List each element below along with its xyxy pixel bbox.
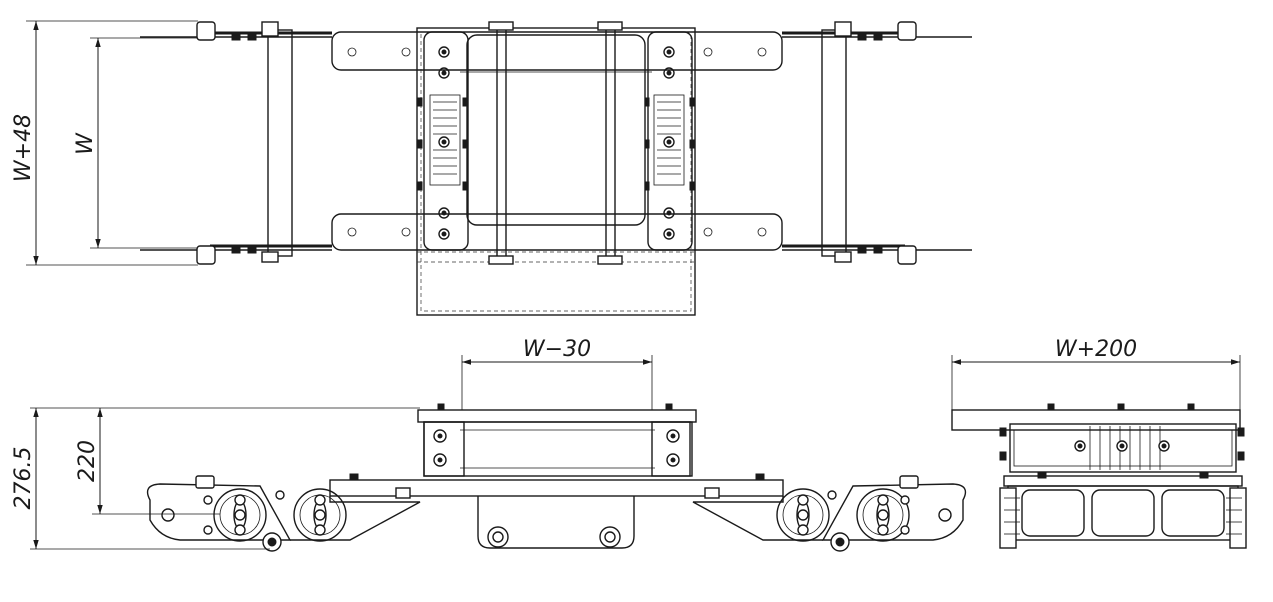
dimension-w [90,37,198,249]
label-276-5: 276.5 [11,447,36,510]
top-view [140,21,972,316]
dimension-220 [92,408,220,515]
label-w: W [73,132,98,155]
side-view [951,403,1247,549]
dimension-w-minus-30 [461,355,653,410]
dimension-276-5 [30,407,420,550]
dimension-w-plus-200 [951,355,1241,410]
label-w-plus-48: W+48 [11,114,36,182]
label-220: 220 [75,440,100,482]
front-view [146,403,967,552]
label-w-plus-200: W+200 [1055,337,1137,362]
label-w-minus-30: W−30 [523,337,591,362]
dimension-w-plus-48 [26,20,198,266]
